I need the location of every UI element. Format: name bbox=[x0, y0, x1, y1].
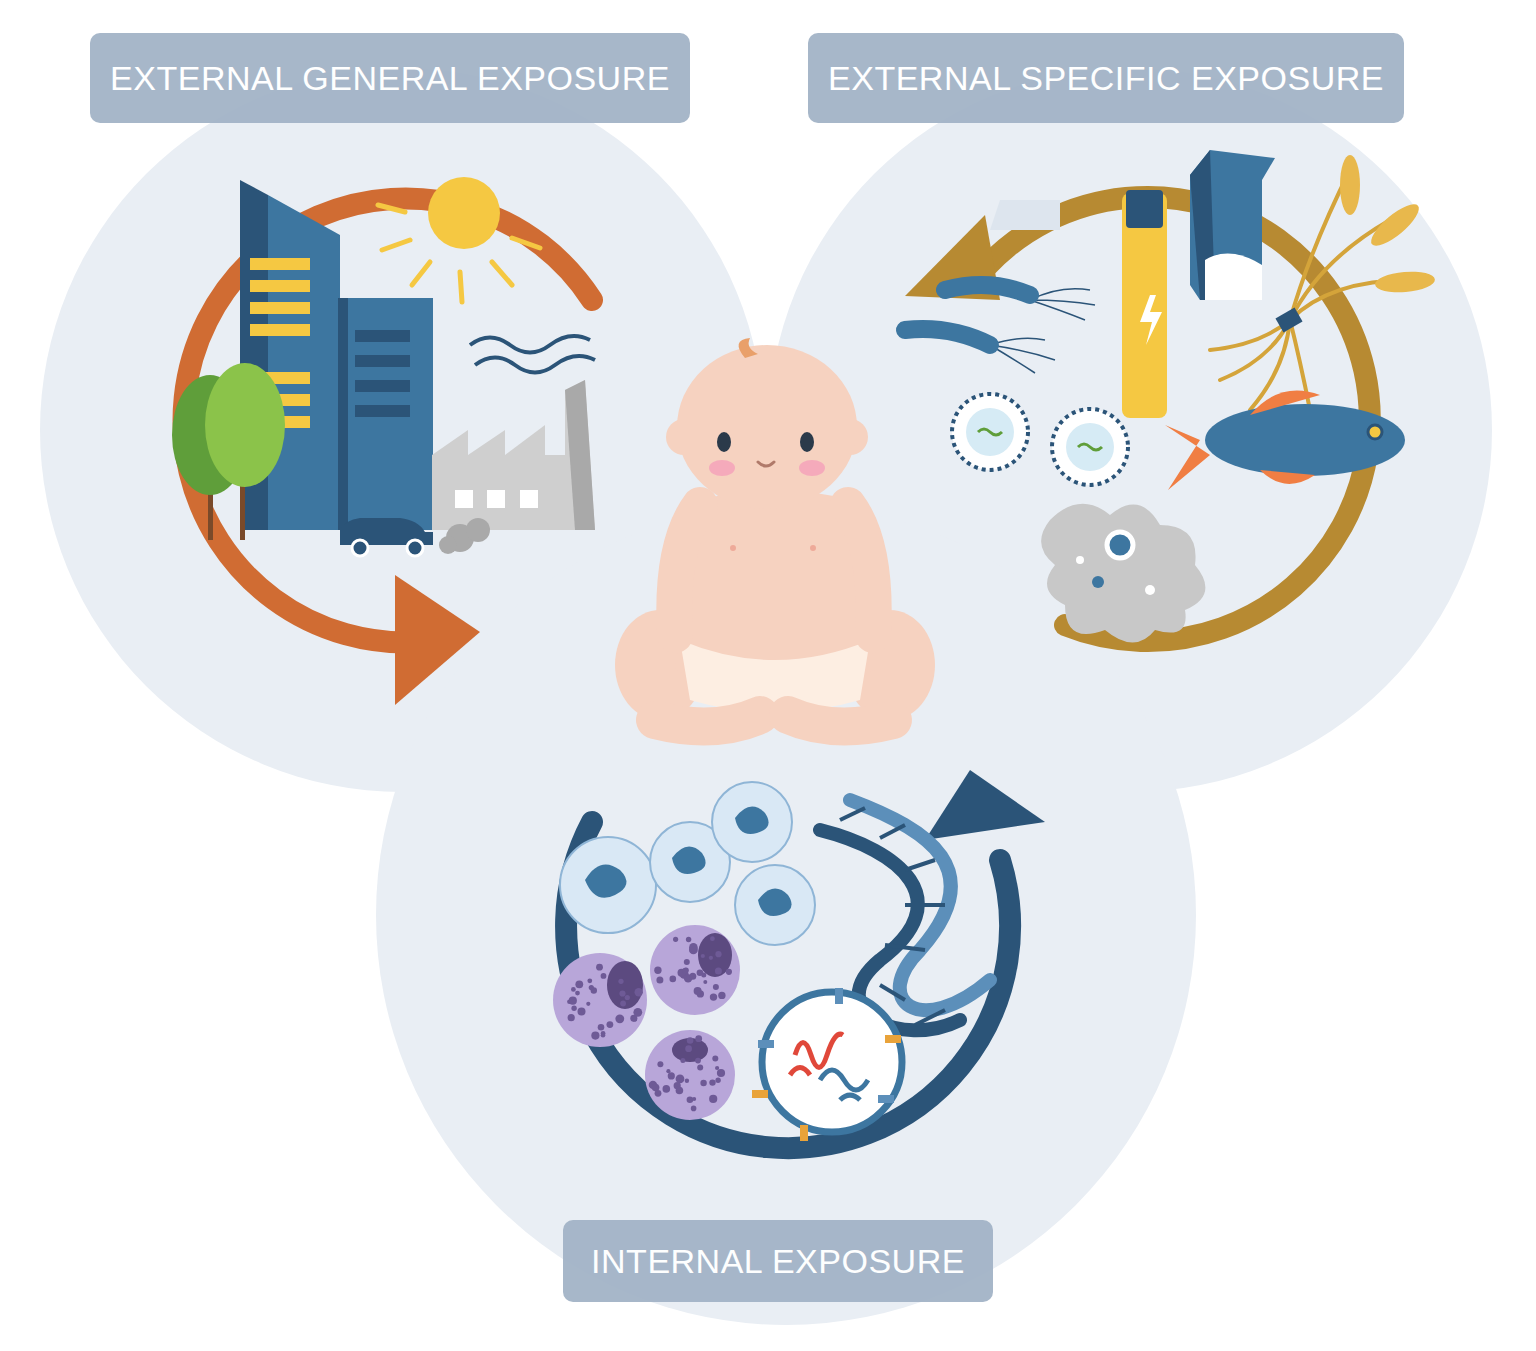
label-text: EXTERNAL GENERAL EXPOSURE bbox=[110, 59, 670, 98]
label-text: EXTERNAL SPECIFIC EXPOSURE bbox=[828, 59, 1384, 98]
label-box: EXTERNAL GENERAL EXPOSURE bbox=[90, 33, 690, 123]
label-text: INTERNAL EXPOSURE bbox=[591, 1242, 965, 1281]
label-box: EXTERNAL SPECIFIC EXPOSURE bbox=[808, 33, 1404, 123]
label-box: INTERNAL EXPOSURE bbox=[563, 1220, 993, 1302]
